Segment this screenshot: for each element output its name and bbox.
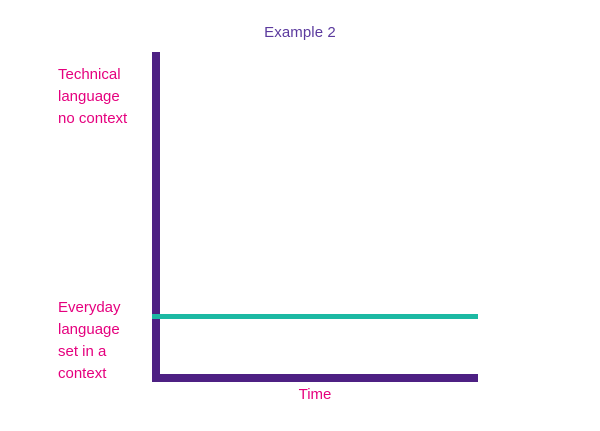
y-axis-label-top-line-3: no context [58, 110, 128, 127]
y-axis-label-bottom-line-2: language [58, 321, 120, 338]
y-axis-label-top-line-2: language [58, 88, 120, 105]
y-axis-label-top-line-1: Technical [58, 66, 121, 83]
y-axis-label-bottom: Everyday language set in a context [58, 297, 150, 385]
y-axis-label-bottom-line-4: context [58, 365, 107, 382]
series-line-language-level [152, 314, 478, 319]
chart-title: Example 2 [264, 24, 336, 41]
y-axis-label-bottom-line-3: set in a [58, 343, 107, 360]
y-axis-line [152, 52, 160, 382]
x-axis-label: Time [298, 386, 332, 403]
x-axis-line [152, 374, 478, 382]
y-axis-label-bottom-line-1: Everyday [58, 299, 121, 316]
y-axis-label-top: Technical language no context [58, 64, 150, 130]
